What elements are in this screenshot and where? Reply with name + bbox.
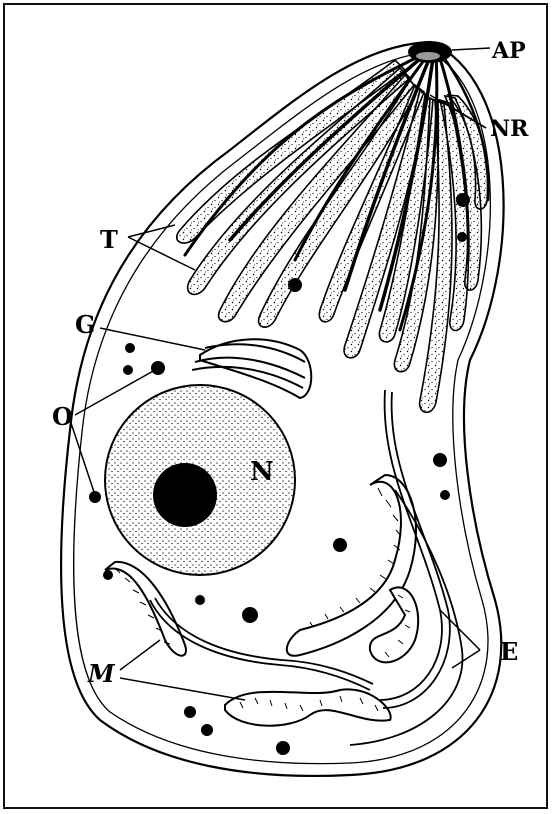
label-m: M: [87, 659, 116, 688]
label-t: T: [100, 225, 118, 254]
label-g: G: [75, 310, 96, 339]
label-ap: AP: [491, 38, 526, 64]
label-o: O: [52, 402, 73, 431]
label-e: E: [500, 637, 518, 666]
label-n: N: [250, 457, 274, 487]
label-nr: NR: [490, 116, 529, 142]
nucleolus: [153, 463, 217, 527]
